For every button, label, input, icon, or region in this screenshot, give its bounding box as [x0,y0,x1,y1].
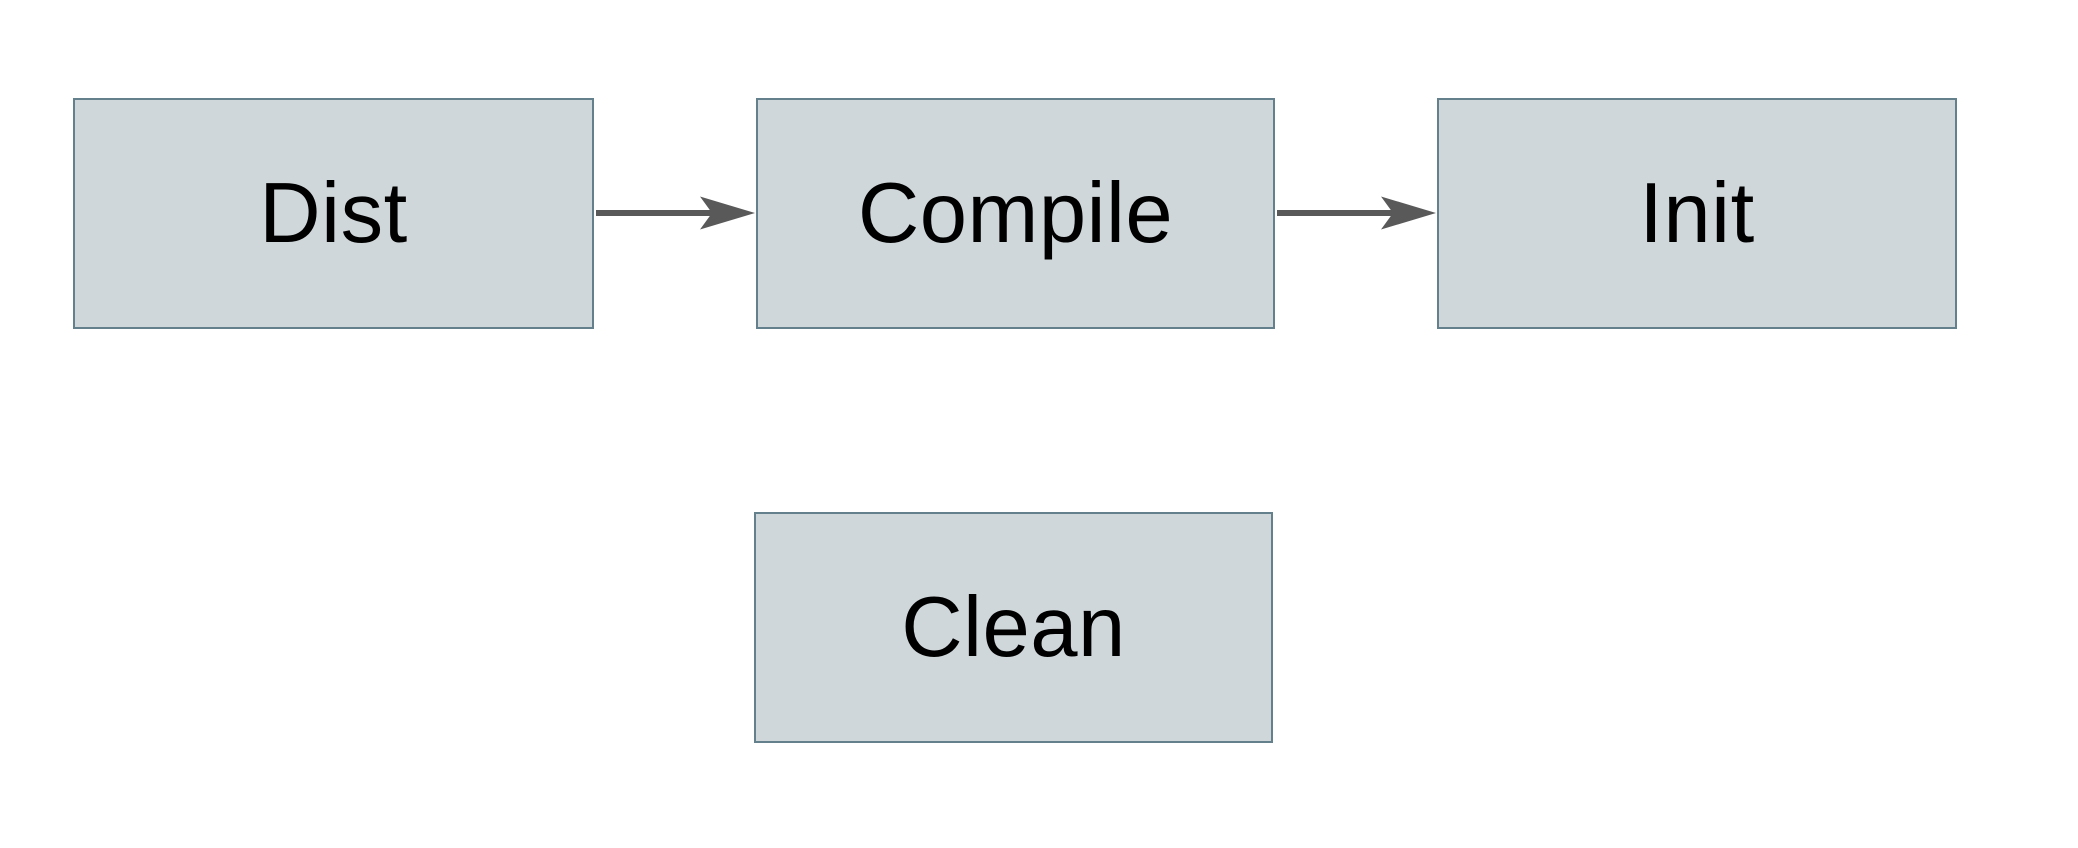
node-init-label: Init [1639,166,1755,261]
node-compile: Compile [756,98,1275,329]
node-dist: Dist [73,98,594,329]
arrowhead-right-icon [700,196,755,230]
node-clean-label: Clean [901,580,1126,675]
edge-compile-to-init [1277,196,1436,230]
edge-dist-to-compile [596,196,755,230]
node-dist-label: Dist [259,166,408,261]
node-compile-label: Compile [857,166,1174,261]
node-init: Init [1437,98,1957,329]
node-clean: Clean [754,512,1273,743]
arrowhead-right-icon [1381,196,1436,230]
